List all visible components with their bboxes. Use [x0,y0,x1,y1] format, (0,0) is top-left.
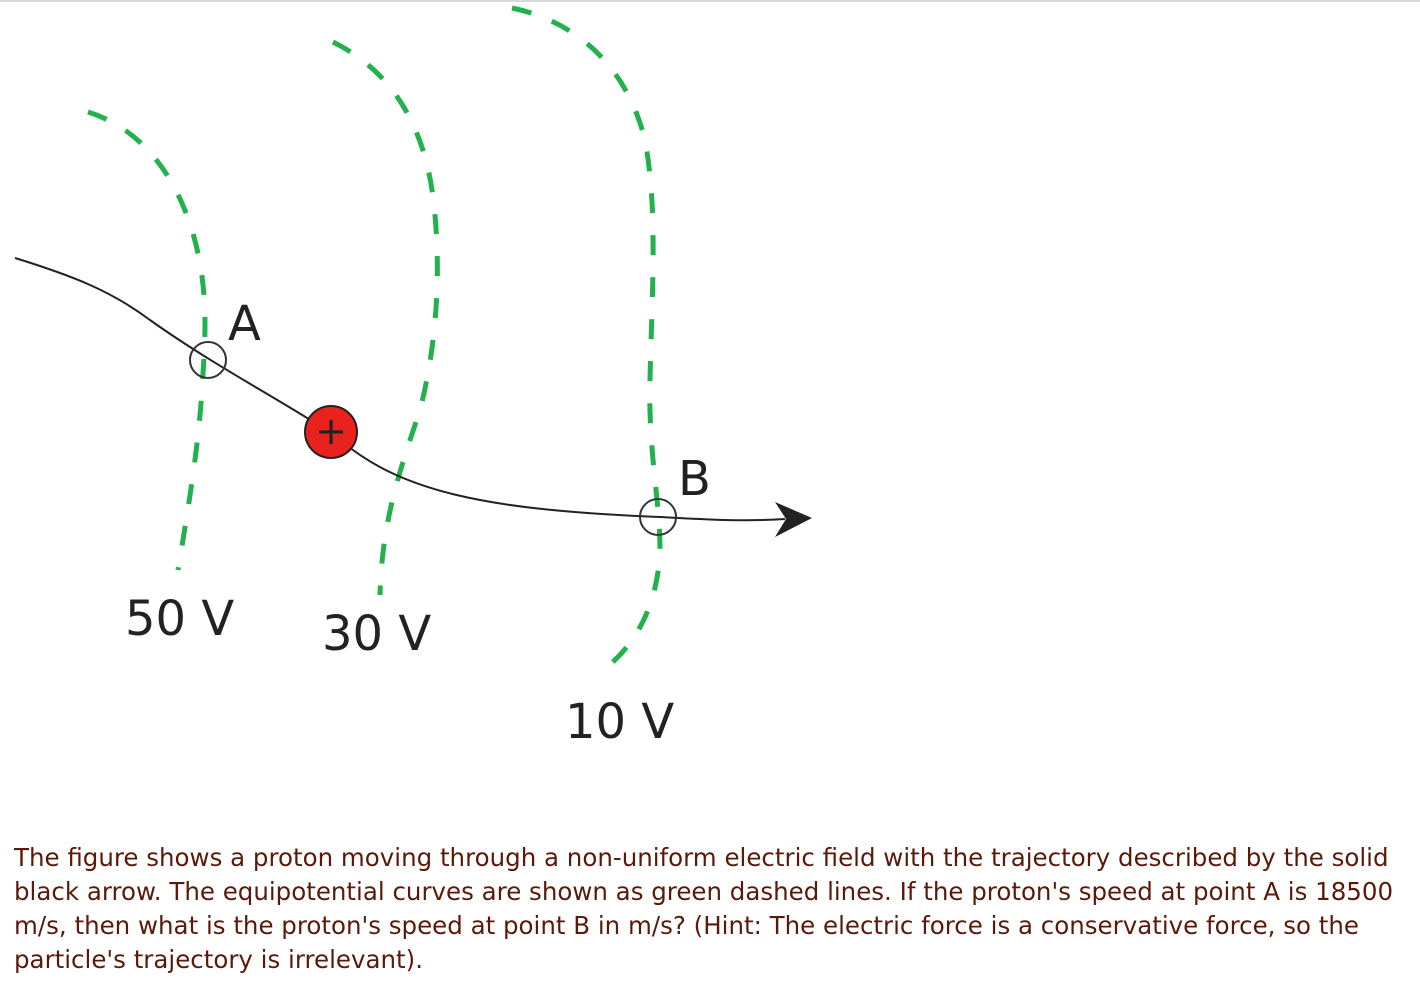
arrowhead-icon [775,502,812,537]
label-10v: 10 V [565,694,674,750]
label-50v: 50 V [125,591,234,647]
proton-icon: + [304,405,358,459]
point-b-marker [639,498,677,536]
label-30v: 30 V [322,606,431,662]
point-a-label: A [228,296,261,352]
question-text: The figure shows a proton moving through… [14,843,1394,974]
point-a-marker [189,341,227,379]
point-b-label: B [678,451,711,507]
equipotential-50v [87,109,208,571]
equipotential-10v [511,5,663,670]
svg-text:+: + [315,409,347,453]
top-divider [0,0,1420,2]
electric-field-figure: + A B 50 V 30 V 10 V [14,5,812,750]
equipotential-30v [331,39,440,596]
